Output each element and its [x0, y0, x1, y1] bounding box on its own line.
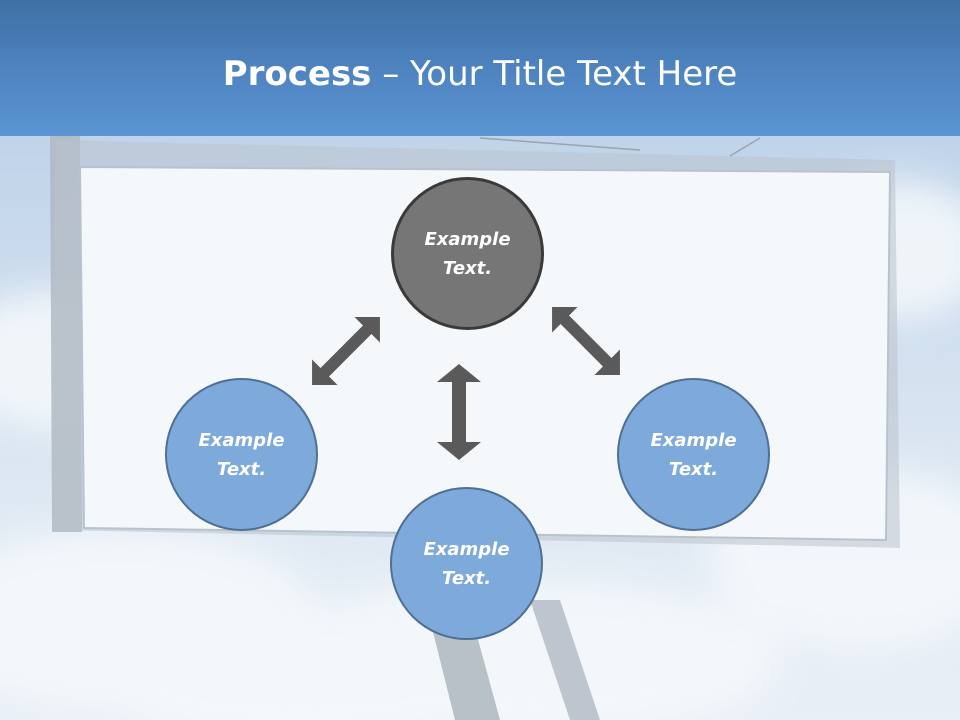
arrow-center-right	[552, 307, 620, 375]
title-bold: Process	[222, 54, 372, 94]
node-center-label: Example Text.	[424, 228, 511, 279]
node-bottom: Example Text.	[390, 487, 543, 640]
slide-title: Process – Your Title Text Here	[0, 52, 960, 96]
node-center: Example Text.	[391, 177, 544, 330]
node-right: Example Text.	[617, 378, 770, 531]
title-rest: – Your Title Text Here	[371, 54, 738, 94]
node-right-label: Example Text.	[650, 429, 737, 480]
node-left: Example Text.	[165, 378, 318, 531]
header-bar	[0, 0, 960, 136]
arrow-center-left	[312, 317, 380, 385]
node-left-label: Example Text.	[198, 429, 285, 480]
node-bottom-label: Example Text.	[423, 538, 510, 589]
arrow-center-bottom	[437, 364, 481, 460]
